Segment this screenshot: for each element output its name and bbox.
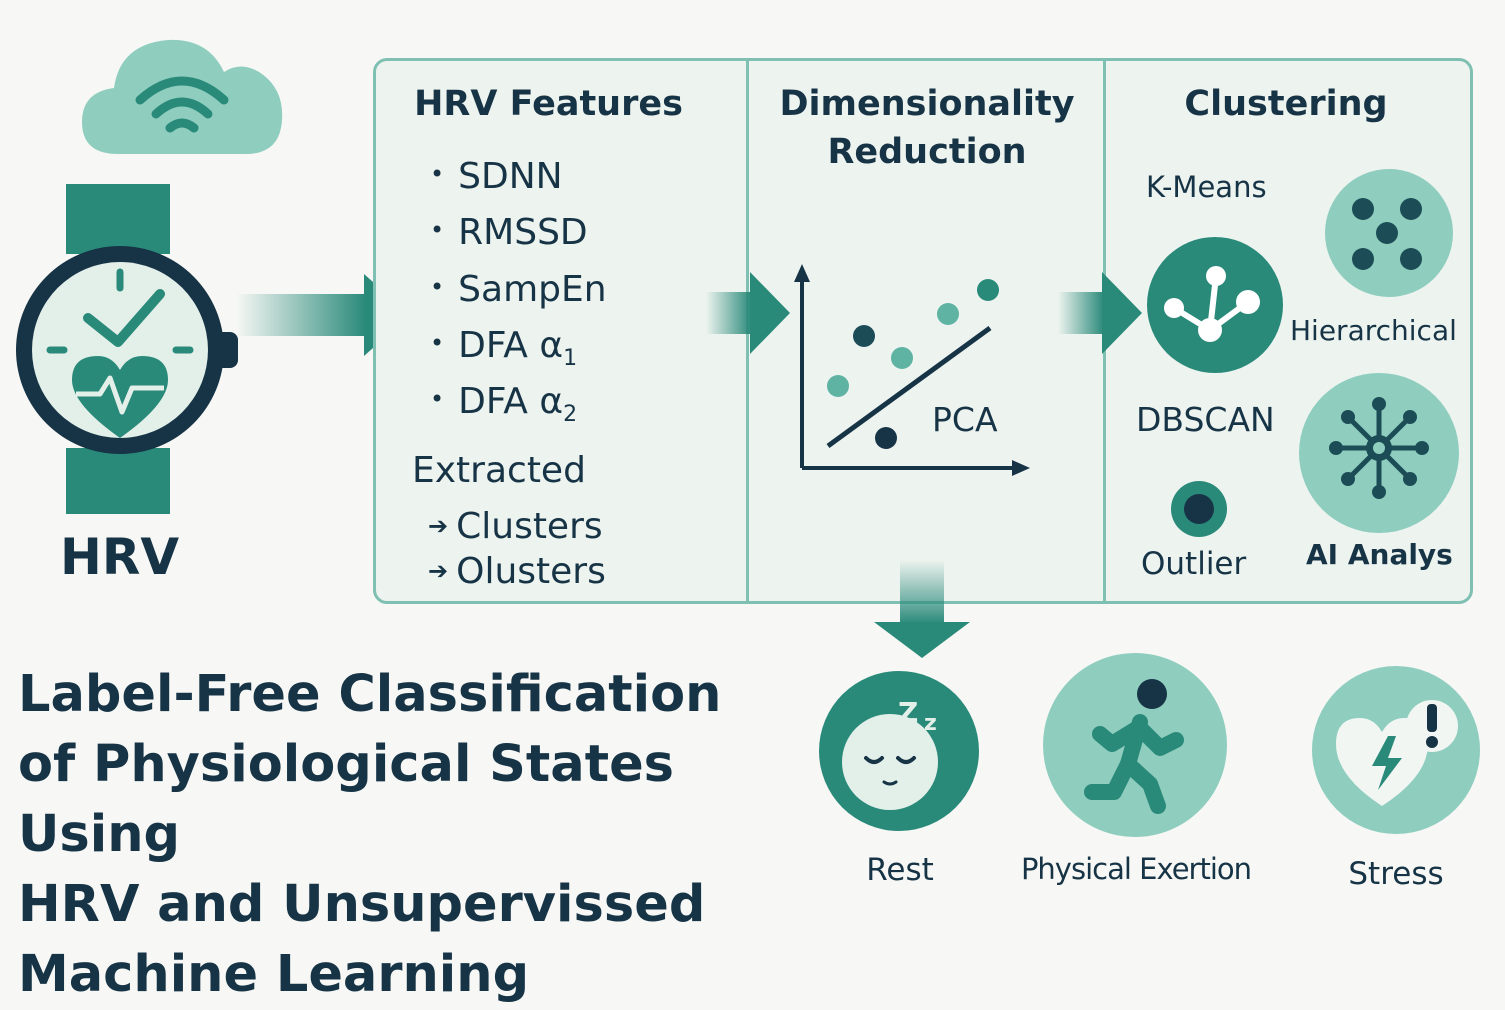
feature-subscript: 1 xyxy=(563,346,578,372)
title-line: Label-Free Classification xyxy=(18,665,722,724)
running-person-icon xyxy=(1043,653,1227,837)
pca-label: PCA xyxy=(932,400,998,439)
title-line: Reduction xyxy=(827,132,1027,172)
down-arrow-icon xyxy=(874,560,970,658)
extracted-item-label: Clusters xyxy=(456,506,603,547)
hierarchical-network-icon xyxy=(1147,237,1283,373)
smartwatch-heart-icon xyxy=(16,184,238,514)
svg-text:z: z xyxy=(924,711,937,736)
extracted-item-label: Olusters xyxy=(456,551,606,592)
extracted-item: ➔Olusters xyxy=(428,551,606,592)
feature-label: SampEn xyxy=(458,269,607,310)
feature-subscript: 2 xyxy=(563,402,578,428)
feature-item-sampen: • SampEn xyxy=(430,269,607,310)
title-line: Dimensionality xyxy=(779,84,1075,124)
title-line: Machine Learning xyxy=(18,945,530,1004)
clustering-panel-title: Clustering xyxy=(1184,84,1388,124)
feature-item-dfa1: • DFA α1 xyxy=(430,325,577,371)
hierarchical-label: Hierarchical xyxy=(1290,314,1457,347)
state-label-stress: Stress xyxy=(1348,856,1444,892)
bullet-icon: • xyxy=(430,329,445,357)
feature-item-dfa2: • DFA α2 xyxy=(430,381,577,427)
feature-label: SDNN xyxy=(458,156,563,197)
flow-arrow-icon xyxy=(706,272,790,354)
extracted-item: ➔Clusters xyxy=(428,506,603,547)
bullet-icon: • xyxy=(430,160,445,188)
dimensionality-panel-title: Dimensionality Reduction xyxy=(752,80,1102,176)
arrow-right-icon: ➔ xyxy=(428,557,449,585)
svg-text:Z: Z xyxy=(898,696,918,729)
feature-label: RMSSD xyxy=(458,212,588,253)
state-label-rest: Rest xyxy=(866,852,934,888)
ai-analysis-label: AI Analys xyxy=(1306,538,1453,571)
arrow-right-icon: ➔ xyxy=(428,512,449,540)
features-panel-title: HRV Features xyxy=(414,84,683,124)
ai-network-icon xyxy=(1299,373,1459,533)
sleep-face-icon: Z z xyxy=(819,671,979,831)
stressed-heart-icon xyxy=(1312,666,1480,834)
outlier-point-icon xyxy=(1171,481,1227,537)
flow-arrow-icon xyxy=(1058,272,1142,354)
feature-item-sdnn: • SDNN xyxy=(430,156,563,197)
title-line: of Physiological States Using xyxy=(18,735,675,864)
pca-scatter-icon xyxy=(794,264,1030,476)
pipeline-panel xyxy=(373,58,1473,604)
device-label: HRV xyxy=(60,528,180,586)
kmeans-clusters-icon xyxy=(1325,169,1453,297)
feature-label: DFA α xyxy=(458,381,564,422)
state-label-exertion: Physical Exertion xyxy=(1020,852,1252,886)
title-line: HRV and Unsupervissed xyxy=(18,875,706,934)
cloud-wifi-icon xyxy=(82,39,283,155)
bullet-icon: • xyxy=(430,385,445,413)
outlier-label: Outlier xyxy=(1141,546,1247,582)
dbscan-label: DBSCAN xyxy=(1136,400,1275,439)
main-title: Label-Free Classification of Physiologic… xyxy=(18,660,818,1010)
feature-item-rmssd: • RMSSD xyxy=(430,212,588,253)
kmeans-label: K-Means xyxy=(1146,170,1267,204)
feature-label: DFA α xyxy=(458,325,564,366)
bullet-icon: • xyxy=(430,273,445,301)
extracted-label: Extracted xyxy=(412,450,586,491)
bullet-icon: • xyxy=(430,216,445,244)
